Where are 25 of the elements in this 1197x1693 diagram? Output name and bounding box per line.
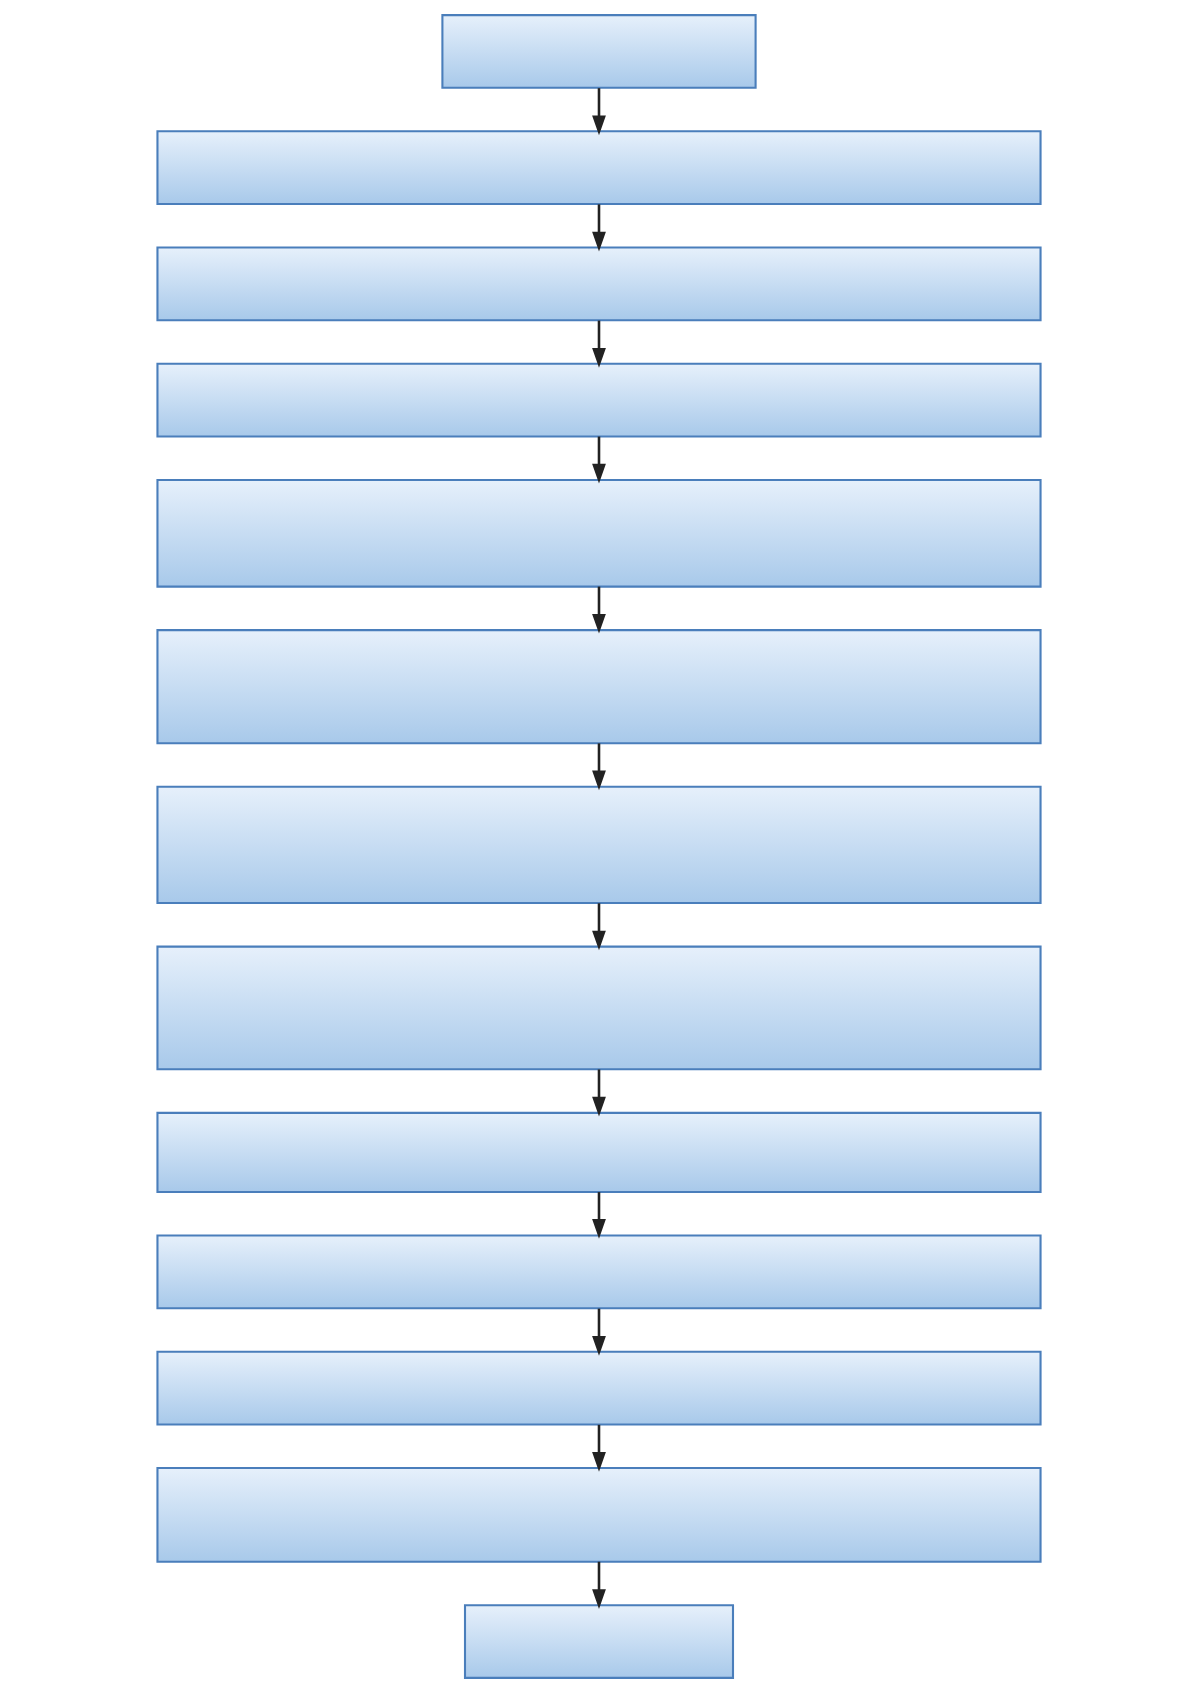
- node-box: [440, 14, 757, 89]
- node-box: [155, 1234, 1042, 1310]
- arrow: [591, 1192, 606, 1239]
- node-box: [155, 1467, 1042, 1563]
- arrow: [591, 320, 606, 368]
- arrow: [591, 1424, 606, 1472]
- arrow: [591, 88, 606, 136]
- node-box: [155, 130, 1042, 205]
- arrow: [591, 1069, 606, 1117]
- node-box: [463, 1604, 734, 1679]
- node-box: [155, 1111, 1042, 1194]
- node-box: [155, 629, 1042, 745]
- node-box: [155, 1350, 1042, 1426]
- node-box: [155, 246, 1042, 322]
- arrow: [591, 743, 606, 791]
- arrow: [591, 903, 606, 951]
- node-box: [155, 362, 1042, 438]
- node-box: [155, 478, 1042, 588]
- arrow: [591, 204, 606, 252]
- arrow: [591, 586, 606, 634]
- arrow: [591, 1308, 606, 1356]
- node-box: [155, 945, 1042, 1071]
- arrow: [591, 1561, 606, 1610]
- arrow: [591, 436, 606, 484]
- node-box: [155, 785, 1042, 905]
